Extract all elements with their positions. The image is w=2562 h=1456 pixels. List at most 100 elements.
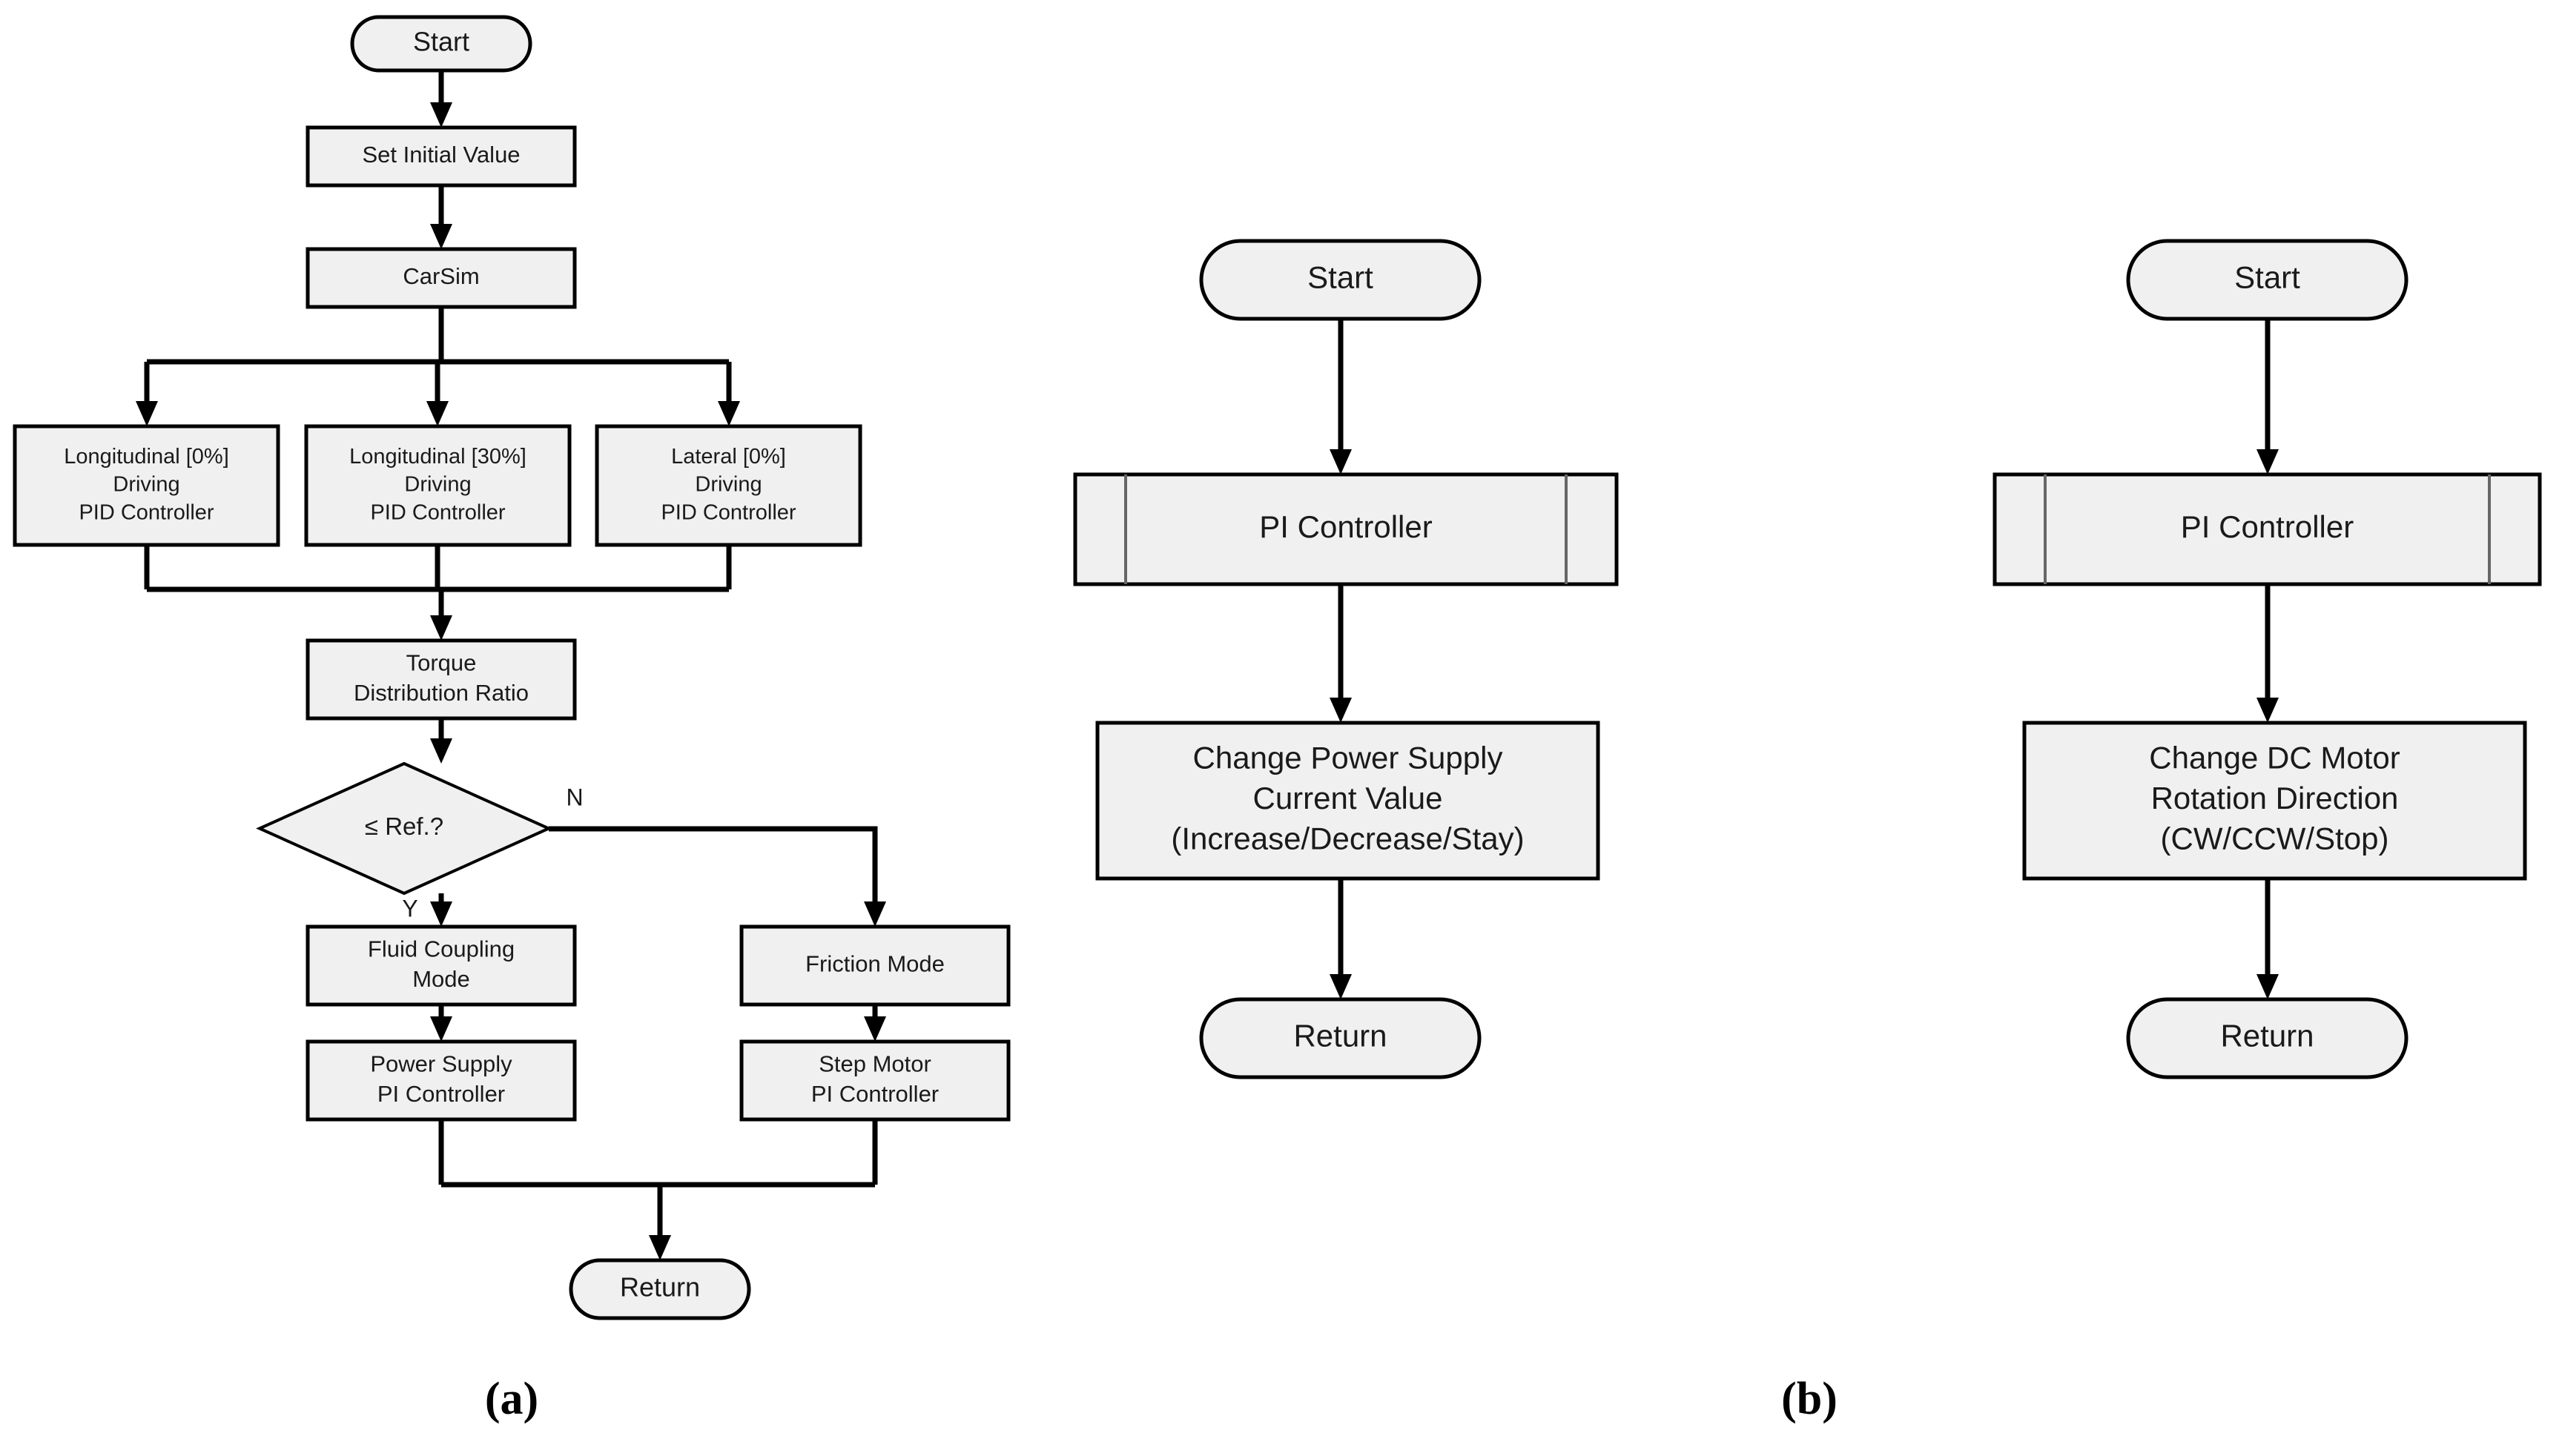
terminator-shape — [2126, 997, 2409, 1079]
node-label-line: PID Controller — [661, 500, 796, 524]
edge-pi-controller-to-change — [1330, 584, 1352, 723]
edge-change-to-return — [1330, 878, 1352, 999]
node-label-line: Start — [1307, 260, 1373, 295]
node-label-line: Mode — [412, 966, 470, 992]
node-label-line: Start — [413, 27, 469, 57]
process-shape — [306, 125, 577, 188]
pi-controller-predefined-process[interactable]: PI Controller — [1993, 472, 2542, 586]
edge-label-yes: Y — [402, 895, 417, 921]
edge-start-to-pi-controller — [2256, 319, 2279, 474]
process-shape — [306, 1039, 577, 1122]
edge-decision-yes-to-fluid — [430, 893, 452, 927]
node-label-line: Driving — [695, 473, 762, 497]
node-label-line: Set Initial Value — [362, 142, 520, 168]
process-shape — [739, 1039, 1011, 1122]
node-label-line: (Increase/Decrease/Stay) — [1171, 821, 1524, 856]
node-label-line: (CW/CCW/Stop) — [2161, 821, 2389, 856]
terminator-shape — [350, 15, 532, 73]
process-shape — [2022, 721, 2527, 881]
return-terminator[interactable]: Return — [569, 1258, 751, 1320]
node-label-line: PID Controller — [79, 500, 214, 524]
edge-bottom-merge-to-return — [649, 1185, 671, 1260]
node-label-line: Step Motor — [819, 1051, 931, 1077]
terminator-shape — [1199, 239, 1482, 321]
node-label-line: Distribution Ratio — [354, 680, 529, 706]
edge-set-initial-to-carsim — [430, 185, 452, 249]
process-shape — [595, 424, 862, 547]
predefined-process-shape — [1073, 472, 1619, 586]
predefined-process-shape — [1993, 472, 2542, 586]
caption-b: (b) — [1781, 1374, 1838, 1424]
step-motor-pi-controller-process[interactable]: Step Motor PI Controller — [739, 1039, 1011, 1122]
edge-friction-to-step-pi — [864, 1005, 886, 1042]
node-label-line: PI Controller — [377, 1081, 505, 1107]
return-terminator[interactable]: Return — [2126, 997, 2409, 1079]
edge-split-to-long0 — [136, 362, 158, 426]
node-label-line: Rotation Direction — [2151, 781, 2399, 815]
node-label-line: Return — [2220, 1019, 2314, 1053]
node-label-line: Change DC Motor — [2149, 740, 2400, 775]
edge-merge-to-torque — [430, 589, 452, 641]
captions-layer: (a) (b) — [485, 1374, 1838, 1424]
node-label-line: Lateral [0%] — [671, 445, 786, 469]
node-label-line: Longitudinal [0%] — [64, 445, 229, 469]
process-shape — [306, 924, 577, 1007]
process-shape — [1095, 721, 1600, 881]
decision-shape — [256, 761, 552, 896]
edge-change-to-return — [2256, 878, 2279, 999]
node-label-line: PI Controller — [811, 1081, 939, 1107]
edge-torque-to-decision — [430, 718, 452, 764]
edge-split-to-long30 — [426, 362, 449, 426]
node-label-line: CarSim — [403, 263, 479, 289]
node-label-line: Driving — [404, 473, 471, 497]
start-terminator[interactable]: Start — [1199, 239, 1482, 321]
carsim-process[interactable]: CarSim — [306, 247, 577, 309]
edge-label-no: N — [566, 784, 583, 810]
node-label-line: Return — [620, 1272, 700, 1303]
return-terminator[interactable]: Return — [1199, 997, 1482, 1079]
node-label-line: Return — [1293, 1019, 1387, 1053]
set-initial-value-process[interactable]: Set Initial Value — [306, 125, 577, 188]
node-label-line: Fluid Coupling — [368, 936, 515, 962]
start-terminator[interactable]: Start — [350, 15, 532, 73]
terminator-shape — [569, 1258, 751, 1320]
edge-pi-controller-to-change — [2256, 584, 2279, 723]
process-shape — [306, 247, 577, 309]
start-terminator[interactable]: Start — [2126, 239, 2409, 321]
node-label-line: Torque — [406, 650, 477, 676]
edge-start-to-pi-controller — [1330, 319, 1352, 474]
node-label-line: Change Power Supply — [1193, 740, 1503, 775]
process-shape — [13, 424, 280, 547]
node-label-line: Friction Mode — [805, 951, 945, 977]
terminator-shape — [1199, 997, 1482, 1079]
node-label-line: PI Controller — [1259, 509, 1432, 544]
node-label-line: Driving — [113, 473, 179, 497]
node-label-line: Start — [2234, 260, 2300, 295]
process-shape — [306, 638, 577, 721]
pi-controller-predefined-process[interactable]: PI Controller — [1073, 472, 1619, 586]
ref-comparison-decision[interactable]: ≤ Ref.? — [256, 761, 552, 896]
terminator-shape — [2126, 239, 2409, 321]
caption-a: (a) — [485, 1374, 538, 1424]
node-label-line: PID Controller — [370, 500, 505, 524]
edge-decision-no-to-friction — [549, 826, 886, 927]
process-shape — [304, 424, 572, 547]
friction-mode-process[interactable]: Friction Mode — [739, 924, 1011, 1007]
node-label-line: ≤ Ref.? — [365, 813, 443, 840]
edge-split-to-lat0 — [718, 362, 740, 426]
process-shape — [739, 924, 1011, 1007]
